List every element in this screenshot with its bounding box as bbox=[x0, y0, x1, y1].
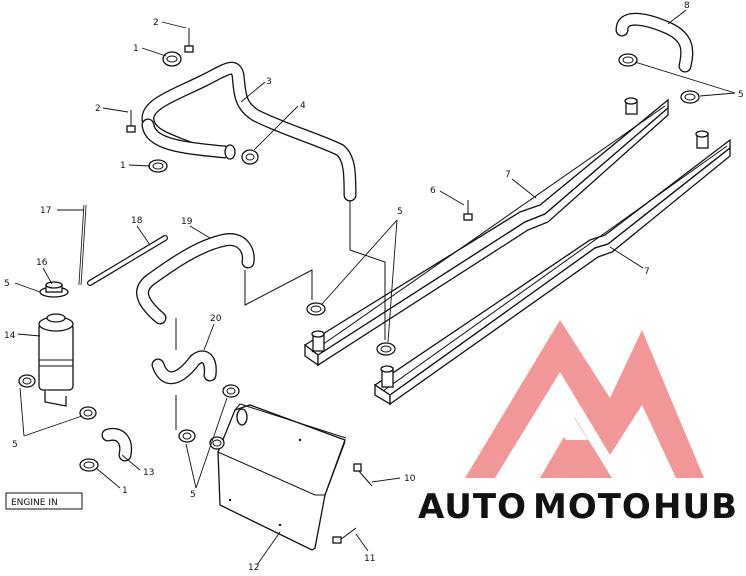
callout-c7a: 7 bbox=[505, 170, 511, 180]
watermark-text-hub: HUB bbox=[653, 487, 738, 527]
bolt-11 bbox=[332, 527, 357, 544]
hose-18 bbox=[87, 235, 168, 286]
clamp-lower-left-2 bbox=[79, 458, 99, 472]
callout-c11: 11 bbox=[364, 554, 375, 564]
callout-c5c: 5 bbox=[4, 279, 10, 289]
elbow-hose-13 bbox=[101, 427, 133, 462]
callout-c3: 3 bbox=[266, 77, 272, 87]
bolt-2-top bbox=[184, 28, 194, 53]
callout-c1a: 1 bbox=[133, 44, 139, 54]
clamp-box-2 bbox=[209, 436, 225, 450]
callout-c13: 13 bbox=[143, 468, 154, 478]
clamp-top-right-1 bbox=[618, 53, 638, 67]
callout-c2b: 2 bbox=[95, 104, 101, 114]
callout-c1c: 1 bbox=[122, 486, 128, 496]
coolant-reservoir-14 bbox=[38, 313, 74, 407]
callout-c7b: 7 bbox=[644, 267, 650, 277]
callout-c5d: 5 bbox=[12, 440, 18, 450]
bolt-6 bbox=[463, 200, 473, 221]
heat-exchanger-rail-lower bbox=[373, 130, 731, 406]
callout-c4: 4 bbox=[300, 101, 306, 111]
clamp-1-mid bbox=[148, 159, 168, 173]
engine-in-box bbox=[5, 492, 83, 510]
callout-c5b: 5 bbox=[397, 207, 403, 217]
callout-c8: 8 bbox=[684, 1, 690, 11]
routing-line-hose3 bbox=[349, 200, 386, 340]
routing-line-hose19 bbox=[244, 269, 313, 306]
hose-19 bbox=[136, 233, 255, 325]
callout-c10: 10 bbox=[404, 474, 416, 484]
bolt-10 bbox=[353, 463, 373, 487]
callout-c14: 14 bbox=[4, 331, 16, 341]
hose-3 bbox=[141, 61, 357, 202]
hose-20 bbox=[151, 350, 217, 384]
watermark-logo bbox=[465, 320, 704, 478]
callout-c2a: 2 bbox=[153, 18, 159, 28]
clamp-rail-lower bbox=[376, 342, 396, 356]
leader-lines bbox=[14, 9, 736, 566]
clamp-hose3-4 bbox=[241, 149, 259, 165]
callout-c1b: 1 bbox=[120, 161, 126, 171]
callout-c5a: 5 bbox=[738, 90, 744, 100]
clamp-reservoir bbox=[18, 374, 36, 388]
callout-c17: 17 bbox=[40, 206, 51, 216]
clamp-rail-upper bbox=[306, 302, 326, 316]
callout-c12: 12 bbox=[248, 563, 259, 571]
heat-exchanger-rail-upper bbox=[303, 97, 669, 367]
callout-c16: 16 bbox=[36, 258, 48, 268]
clamp-1-top bbox=[162, 51, 182, 67]
callout-c20: 20 bbox=[210, 314, 222, 324]
clamp-box-1 bbox=[178, 429, 196, 443]
engine-in-label: ENGINE IN bbox=[11, 498, 58, 508]
bolt-2-mid bbox=[126, 110, 136, 133]
rod-17 bbox=[78, 204, 87, 286]
clamp-lower-left-1 bbox=[79, 406, 97, 420]
heat-exchanger-box-12 bbox=[217, 403, 347, 551]
watermark-text-auto: AUTO bbox=[418, 487, 527, 527]
clamp-20 bbox=[222, 384, 240, 398]
hose-8 bbox=[615, 12, 694, 73]
pressure-cap-16 bbox=[39, 281, 69, 298]
callout-c5e: 5 bbox=[190, 490, 196, 500]
clamp-top-right-2 bbox=[680, 90, 700, 104]
callout-c19: 19 bbox=[181, 217, 193, 227]
watermark-text-moto: MOTO bbox=[533, 487, 652, 527]
callout-c18: 18 bbox=[131, 216, 143, 226]
callout-labels: 2 1 3 2 4 1 8 5 7 6 5 7 17 18 19 16 5 14… bbox=[4, 1, 744, 573]
callout-c6: 6 bbox=[430, 186, 436, 196]
